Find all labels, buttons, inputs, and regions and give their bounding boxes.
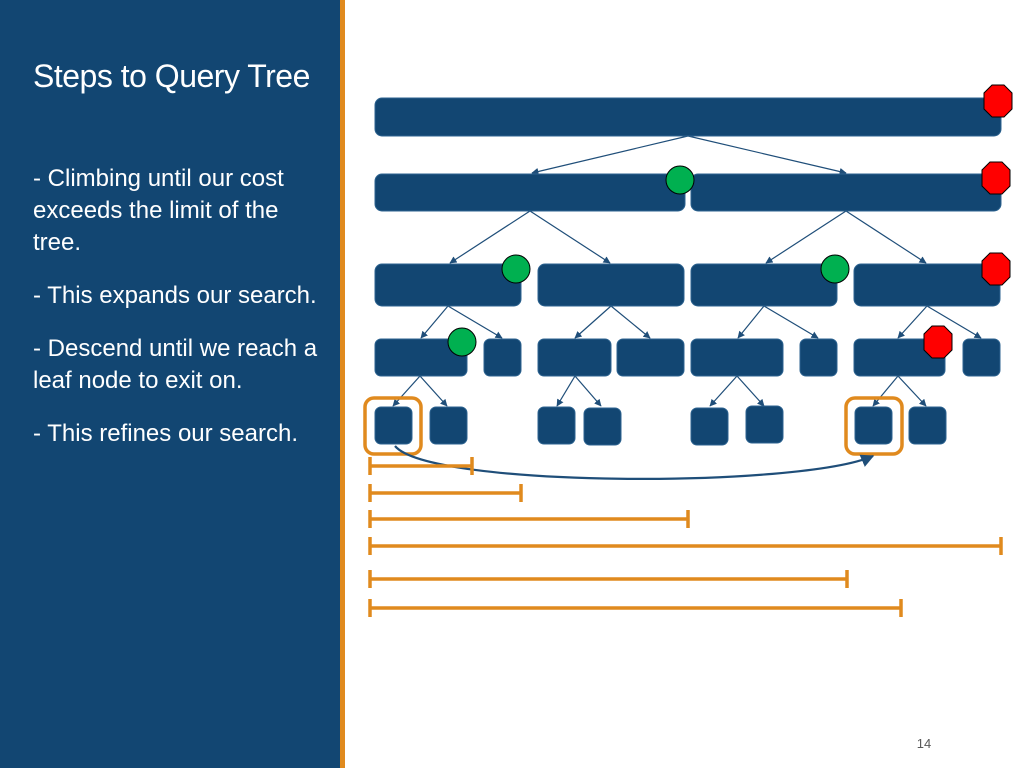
tree-node — [374, 263, 522, 307]
edge — [419, 375, 448, 407]
page-number: 14 — [916, 736, 932, 751]
green-marker — [820, 254, 850, 284]
cost-bars — [368, 457, 1003, 617]
green-marker — [665, 165, 695, 195]
query-tree-diagram — [363, 84, 1013, 617]
cost-bar — [368, 570, 849, 588]
edge — [687, 135, 847, 176]
edge — [765, 210, 847, 264]
edge — [926, 305, 982, 339]
edge — [529, 210, 611, 264]
cost-bar — [368, 457, 474, 475]
edge — [610, 305, 651, 339]
green-marker — [447, 327, 477, 357]
stop-marker — [983, 84, 1013, 118]
red-markers — [923, 84, 1013, 359]
edge — [845, 210, 927, 264]
tree-node — [537, 263, 685, 307]
tree-node — [616, 338, 685, 377]
tree-nodes — [374, 97, 1002, 446]
leaf-highlights — [363, 396, 904, 456]
cost-bar — [368, 537, 1003, 555]
leaf-node — [374, 406, 413, 445]
edge — [897, 375, 927, 407]
tree-node — [853, 263, 1001, 307]
tree-node — [690, 338, 784, 377]
start-leaf-highlight — [363, 396, 423, 456]
tree-node — [690, 173, 1002, 212]
leaf-node — [854, 406, 893, 445]
tree-node — [537, 338, 612, 377]
tree-node — [374, 173, 686, 212]
leaf-node — [745, 405, 784, 444]
leaf-node — [429, 406, 468, 445]
edge — [556, 375, 576, 407]
traversal-arrow — [394, 445, 875, 480]
edge — [763, 305, 819, 339]
edge — [447, 305, 503, 339]
edge — [449, 210, 531, 264]
tree-node — [799, 338, 838, 377]
bullet-climbing: - Climbing until our cost exceeds the li… — [33, 165, 284, 256]
edge — [420, 305, 449, 339]
bullet-list: - Climbing until our cost exceeds the li… — [33, 163, 323, 471]
stop-marker — [981, 252, 1011, 286]
tree-node — [483, 338, 522, 377]
accent-divider — [340, 0, 345, 768]
leaf-node — [583, 407, 622, 446]
green-markers — [447, 165, 850, 357]
cost-bar — [368, 599, 903, 617]
stop-marker — [981, 161, 1011, 195]
green-marker — [501, 254, 531, 284]
tree-node — [962, 338, 1001, 377]
edge — [392, 375, 421, 407]
tree-edges — [392, 135, 982, 407]
sidebar-panel — [0, 0, 340, 768]
stop-marker — [923, 325, 953, 359]
edge — [709, 375, 738, 407]
edge — [737, 305, 765, 339]
bullet-expands: - This expands our search. — [33, 282, 317, 309]
leaf-node — [908, 406, 947, 445]
leaf-node — [690, 407, 729, 446]
edge — [574, 375, 602, 407]
edge — [531, 135, 689, 176]
exit-leaf-highlight — [844, 396, 904, 456]
bullet-refines: - This refines our search. — [33, 420, 298, 447]
cost-bar — [368, 510, 690, 528]
edge — [574, 305, 612, 339]
tree-node — [374, 338, 468, 377]
slide-title: Steps to Query Tree — [33, 58, 310, 95]
cost-bar — [368, 484, 523, 502]
bullet-descend: - Descend until we reach a leaf node to … — [33, 335, 318, 394]
root-node — [374, 97, 1002, 137]
edge — [736, 375, 765, 407]
edge — [897, 305, 928, 339]
edge — [872, 375, 899, 407]
tree-node — [690, 263, 838, 307]
leaf-node — [537, 406, 576, 445]
